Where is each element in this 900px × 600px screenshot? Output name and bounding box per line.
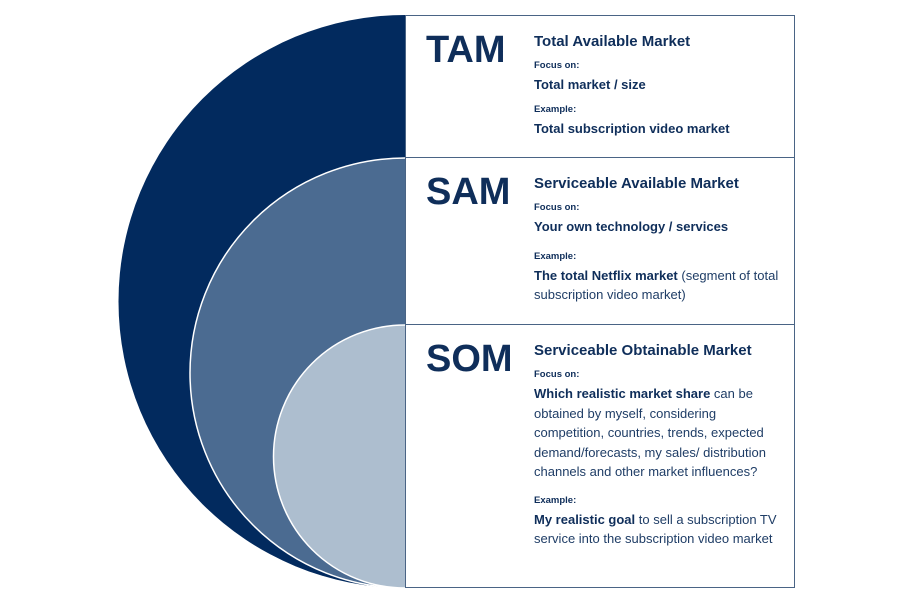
tam-focus-text: Total market / size	[534, 75, 789, 95]
som-title: Serviceable Obtainable Market	[534, 342, 752, 359]
sam-section: SAM Serviceable Available Market Focus o…	[406, 158, 794, 325]
tam-example-label: Example:	[534, 103, 577, 115]
tam-section: TAM Total Available Market Focus on: Tot…	[406, 16, 794, 158]
sam-acronym: SAM	[426, 171, 511, 213]
tam-example-bold: Total subscription video market	[534, 120, 730, 136]
sam-focus-text: Your own technology / services	[534, 217, 789, 237]
som-focus-text: Which realistic market share can be obta…	[534, 384, 789, 482]
som-example-bold: My realistic goal	[534, 511, 636, 527]
som-example-text: My realistic goal to sell a subscription…	[534, 510, 789, 549]
som-focus-rest: can be obtained by myself, considering c…	[534, 386, 766, 479]
som-section: SOM Serviceable Obtainable Market Focus …	[406, 325, 794, 587]
sam-example-label: Example:	[534, 250, 577, 262]
sam-content: Serviceable Available Market Focus on: Y…	[534, 174, 789, 313]
sam-example-bold: The total Netflix market	[534, 267, 678, 283]
som-example-label: Example:	[534, 494, 577, 506]
tam-title: Total Available Market	[534, 33, 691, 50]
market-definitions-panel: TAM Total Available Market Focus on: Tot…	[405, 15, 795, 588]
som-acronym: SOM	[426, 338, 513, 380]
som-example-rest: to sell a subscription TV service into t…	[534, 511, 777, 547]
sam-example-text: The total Netflix market (segment of tot…	[534, 266, 789, 305]
sam-title: Serviceable Available Market	[534, 175, 739, 192]
sam-focus-label: Focus on:	[534, 202, 580, 213]
tam-content: Total Available Market Focus on: Total m…	[534, 32, 789, 146]
sam-example-rest: (segment of total subscription video mar…	[534, 267, 779, 303]
som-circle	[272, 324, 405, 589]
som-focus-bold: Which realistic market share	[534, 386, 711, 401]
tam-acronym: TAM	[426, 29, 506, 71]
tam-example-text: Total subscription video market	[534, 119, 789, 139]
som-content: Serviceable Obtainable Market Focus on: …	[534, 341, 789, 557]
tam-focus-label: Focus on:	[534, 60, 580, 71]
som-focus-label: Focus on:	[534, 369, 580, 380]
sam-focus-bold: Your own technology / services	[534, 219, 729, 234]
tam-focus-bold: Total market / size	[534, 77, 646, 92]
